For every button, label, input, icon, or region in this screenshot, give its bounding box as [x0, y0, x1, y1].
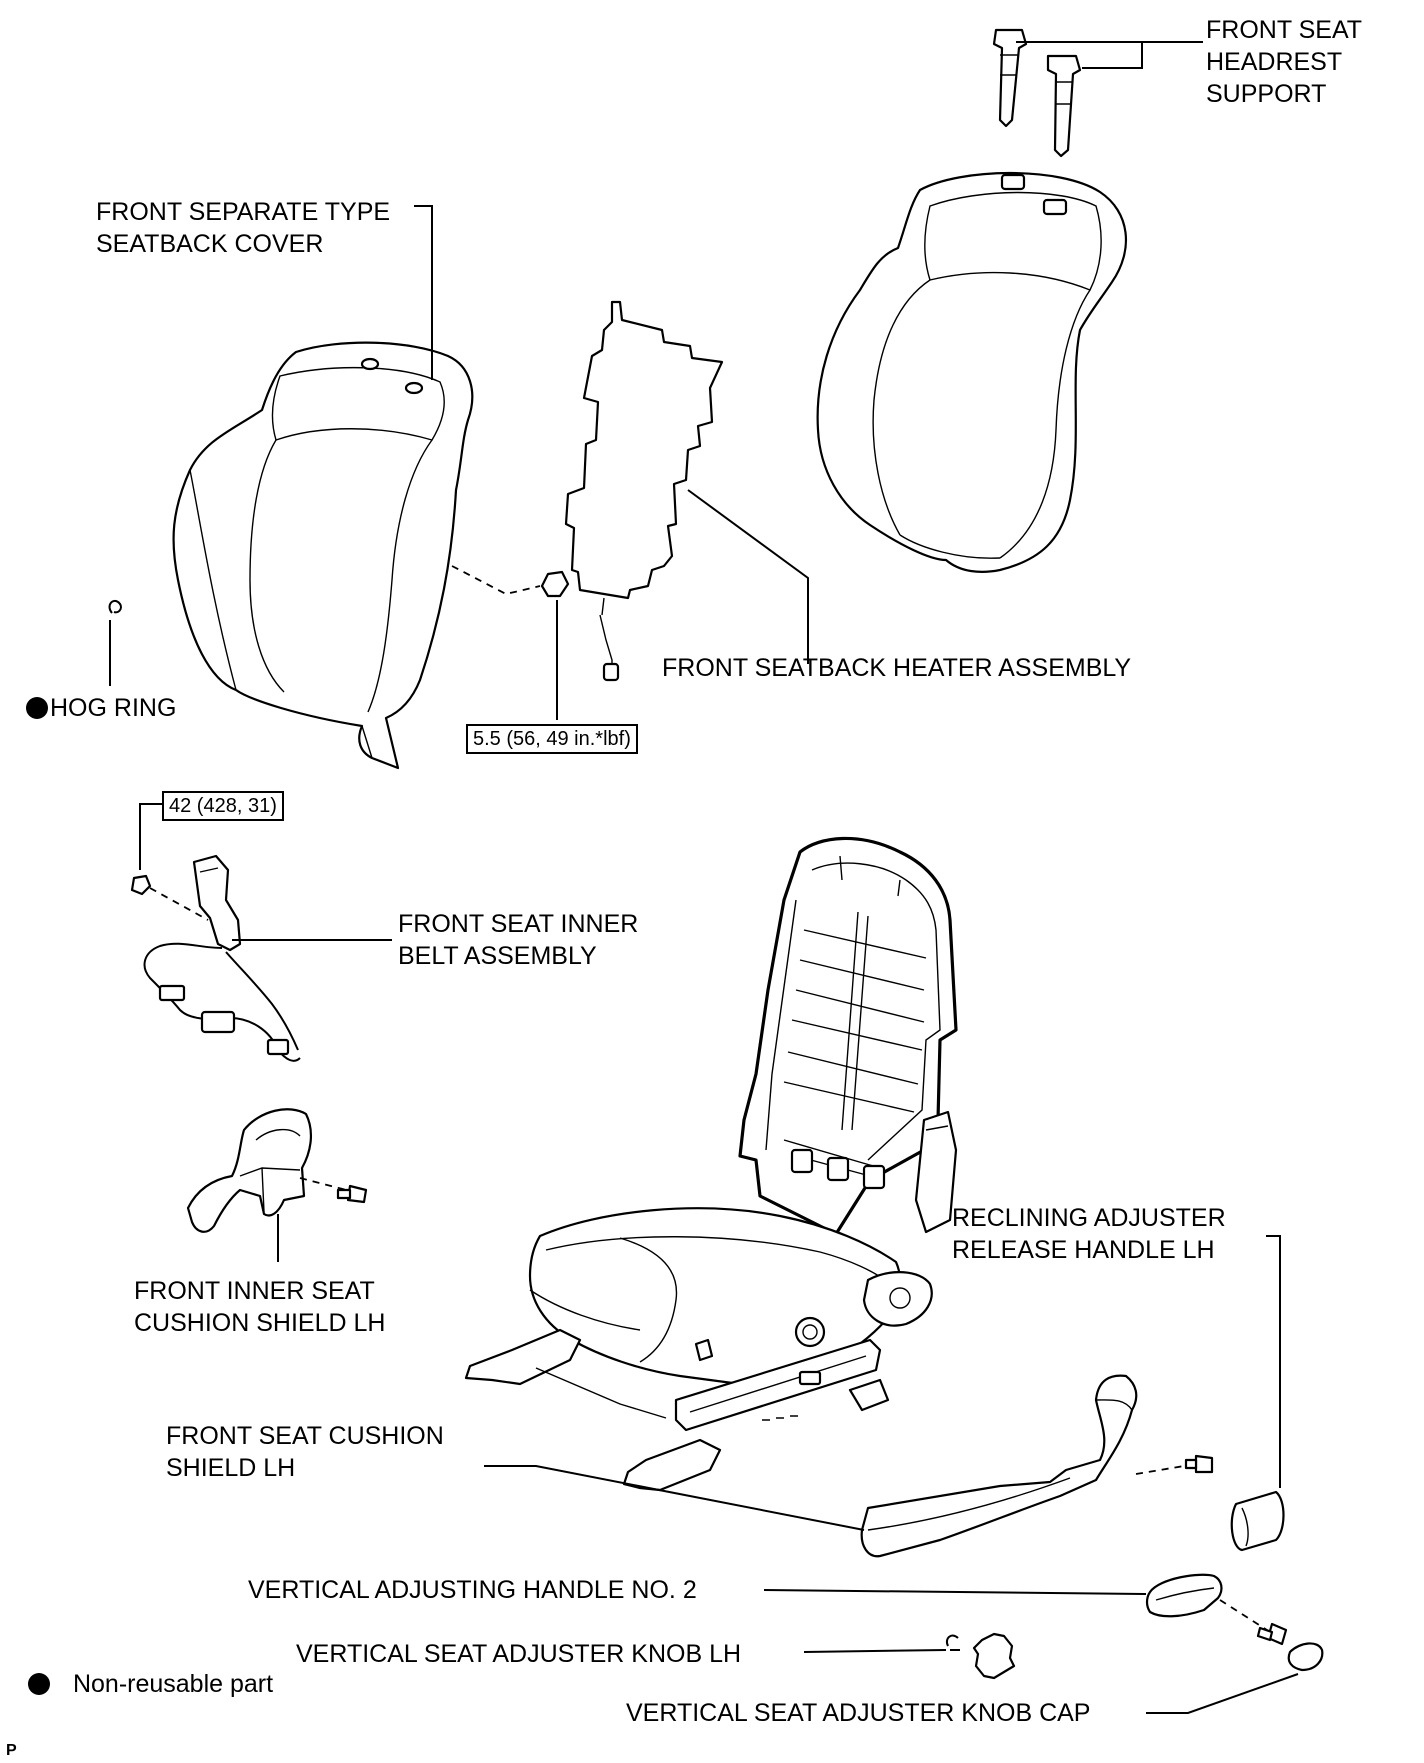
vertical-handle-leader: [763, 1589, 1147, 1595]
knob-label: VERTICAL SEAT ADJUSTER KNOB LH: [296, 1640, 742, 1668]
seatback-cover-leader: [414, 205, 433, 380]
shield-screw-part: [336, 1184, 368, 1204]
shield-dashed-line: [299, 1177, 355, 1193]
knob-cap-label: VERTICAL SEAT ADJUSTER KNOB CAP: [626, 1699, 1091, 1727]
seatback-assembly-part: [816, 171, 1127, 573]
seatback-heater-label: FRONT SEATBACK HEATER ASSEMBLY: [662, 654, 1132, 682]
headrest-support-part: [992, 28, 1082, 158]
inner-cushion-shield-label: FRONT INNER SEAT CUSHION SHIELD LH: [134, 1277, 386, 1337]
knob-leader: [803, 1649, 947, 1653]
knob-cap-part: [1287, 1642, 1324, 1672]
seat-frame-part: [738, 836, 958, 1236]
seatback-heater-leader: [687, 489, 809, 664]
legend-text: Non-reusable part: [72, 1670, 274, 1698]
knob-cap-leader: [1146, 1673, 1299, 1714]
cushion-shield-label: FRONT SEAT CUSHION SHIELD LH: [166, 1422, 444, 1482]
legend: Non-reusable part: [28, 1668, 273, 1700]
heater-nut-part: [540, 570, 570, 598]
cushion-shield-dashed-line: [1135, 1463, 1197, 1475]
reclining-handle-leader: [1266, 1235, 1281, 1488]
reclining-handle-label: RECLINING ADJUSTER RELEASE HANDLE LH: [952, 1204, 1226, 1264]
belt-dashed-line: [149, 887, 209, 921]
belt-bolt-torque-box: 42 (428, 31): [162, 791, 284, 821]
cushion-shield-leader: [484, 1465, 865, 1531]
non-reusable-bullet-icon: [26, 697, 48, 719]
cushion-shield-part: [860, 1374, 1138, 1558]
headrest-support-leader: [1016, 41, 1203, 69]
seatback-cover-part: [172, 341, 474, 770]
cushion-shield-screw-part: [1184, 1454, 1214, 1474]
hog-ring-part: [108, 600, 122, 614]
vertical-handle-part: [1145, 1573, 1223, 1618]
vertical-handle-label: VERTICAL ADJUSTING HANDLE NO. 2: [248, 1576, 697, 1604]
reclining-handle-part: [1230, 1490, 1285, 1552]
belt-bolt-leader: [139, 803, 162, 870]
headrest-support-label: FRONT SEAT HEADREST SUPPORT: [1206, 16, 1363, 108]
inner-belt-part: [130, 854, 301, 1062]
vertical-handle-dashed-line: [1219, 1599, 1271, 1633]
heater-nut-torque-box: 5.5 (56, 49 in.*lbf): [466, 724, 638, 754]
hog-ring-label: HOG RING: [26, 692, 176, 724]
vertical-handle-screw-part: [1256, 1622, 1288, 1646]
inner-belt-label: FRONT SEAT INNER BELT ASSEMBLY: [398, 910, 639, 970]
seat-rails-part: [464, 1271, 933, 1492]
nut-dashed-line: [451, 565, 541, 595]
legend-bullet-icon: [28, 1673, 50, 1695]
knob-part: [946, 1632, 1016, 1680]
inner-cushion-shield-part: [186, 1108, 312, 1233]
seatback-heater-part: [564, 300, 724, 682]
figure-code: P: [6, 1742, 17, 1759]
seatback-cover-label: FRONT SEPARATE TYPE SEATBACK COVER: [96, 198, 391, 258]
